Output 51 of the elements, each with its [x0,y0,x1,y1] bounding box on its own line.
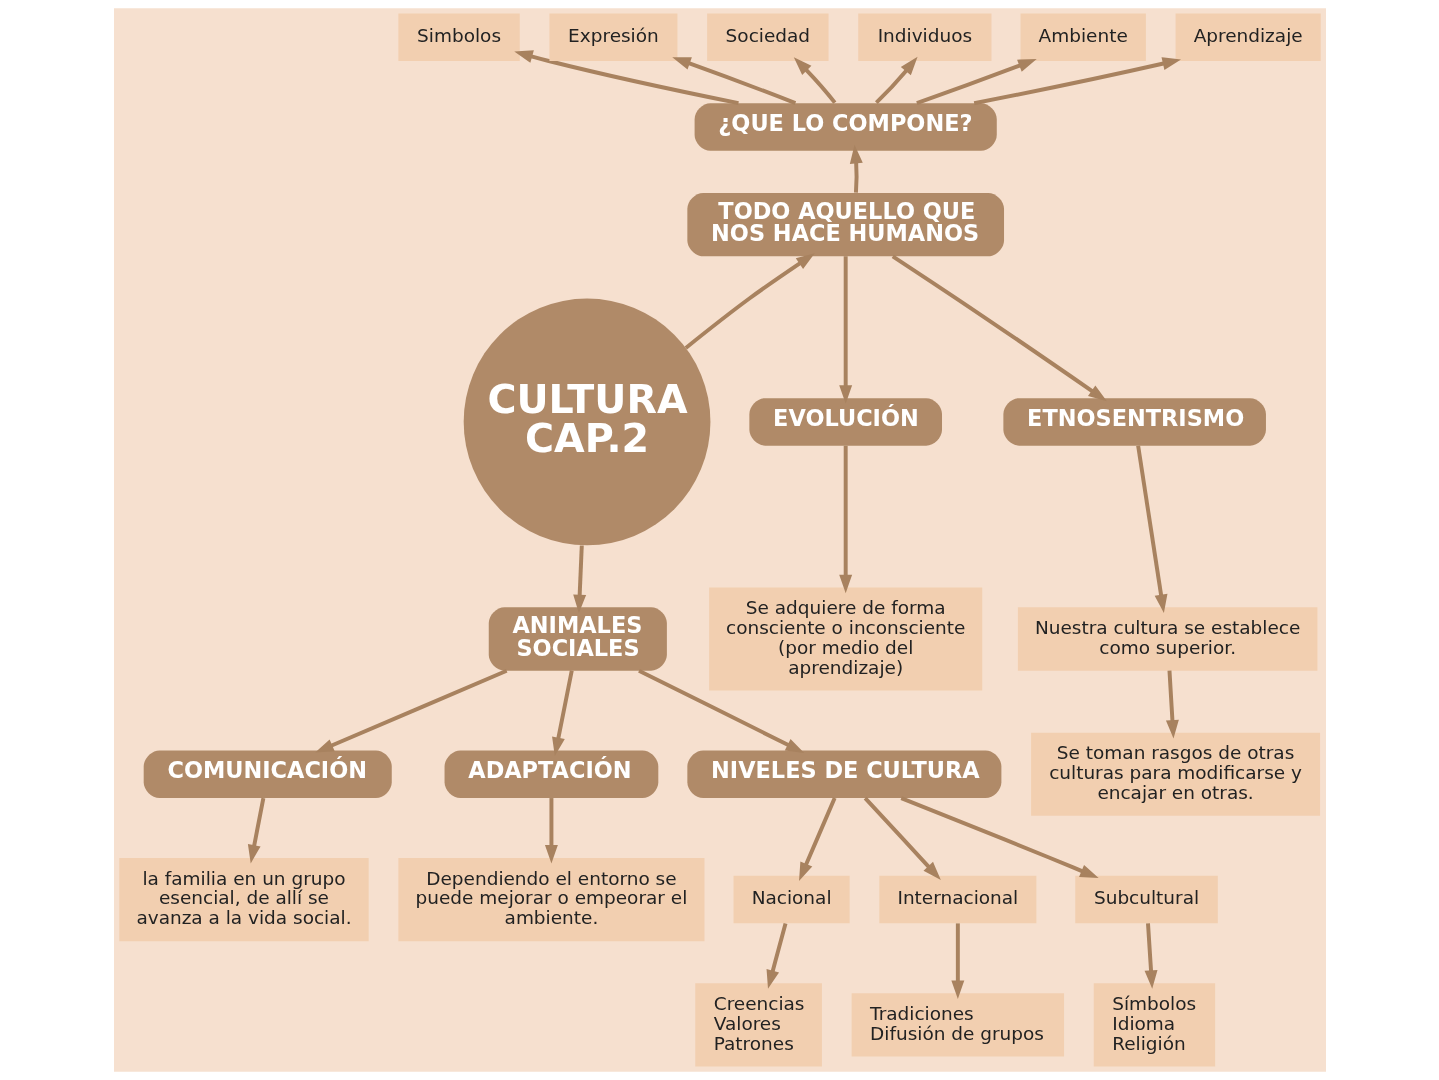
node-box: Nacional [733,875,850,924]
arrow [572,545,586,614]
arrow [671,57,796,106]
arrow [915,59,1037,105]
arrow [766,922,787,989]
node-box: ADAPTACIÓN [444,750,658,798]
node-box: Tradiciones Difusión de grupos [851,993,1064,1057]
node-box: Simbolos [397,13,520,61]
node-box: ANIMALES SOCIALES [488,607,667,671]
node-box: Subcultural [1074,875,1218,924]
arrow [798,797,836,881]
node-box: Sociedad [706,13,829,61]
node-circle: CULTURA CAP.2 [463,298,710,546]
node-box: Creencias Valores Patrones [694,983,822,1067]
arrow [1135,445,1167,614]
node-box: TODO AQUELLO QUE NOS HACE HUMANOS [686,192,1004,257]
node-box: Se toman rasgos de otras culturas para modificarse y encajar en otras. [1030,732,1320,816]
arrow [838,445,852,594]
node-box: Internacional [878,875,1036,924]
node-box: Expresión [548,13,677,61]
arrow [950,923,964,999]
node-box: Nuestra cultura se establece como superior. [1017,607,1317,671]
arrow [838,256,852,404]
arrow [973,57,1181,106]
arrow [551,670,574,756]
node-box: Símbolos Idioma Religión [1093,983,1215,1067]
node-box: Aprendizaje [1175,13,1321,61]
arrow [544,798,558,864]
node-box: EVOLUCIÓN [748,398,942,446]
arrow [1165,670,1179,739]
node-box: Dependiendo el entorno se puede mejorar o empeorar el ambiente. [397,858,704,942]
node-box: ¿QUE LO COMPONE? [694,103,997,151]
node-box: ETNOSENTRISMO [1002,398,1266,446]
node-box: COMUNICACIÓN [143,750,392,798]
arrow [314,668,507,753]
arrow [513,50,739,106]
arrow [793,57,836,104]
arrow [891,254,1107,402]
arrow [849,144,863,193]
node-box: Individuos [857,13,991,61]
arrow [900,796,1099,879]
node-box: NIVELES DE CULTURA [686,750,1001,798]
node-box: Ambiente [1020,13,1146,61]
node-box: la familia en un grupo esencial, de allí se avanza a la vida social. [118,858,369,942]
arrow [863,796,941,880]
arrow [1144,923,1157,989]
arrow [874,56,918,105]
node-box: Se adquiere de forma consciente o inconsciente (por medio del aprendizaje) [708,587,982,691]
arrow [637,668,804,753]
arrow [684,253,815,350]
arrow [247,797,265,864]
